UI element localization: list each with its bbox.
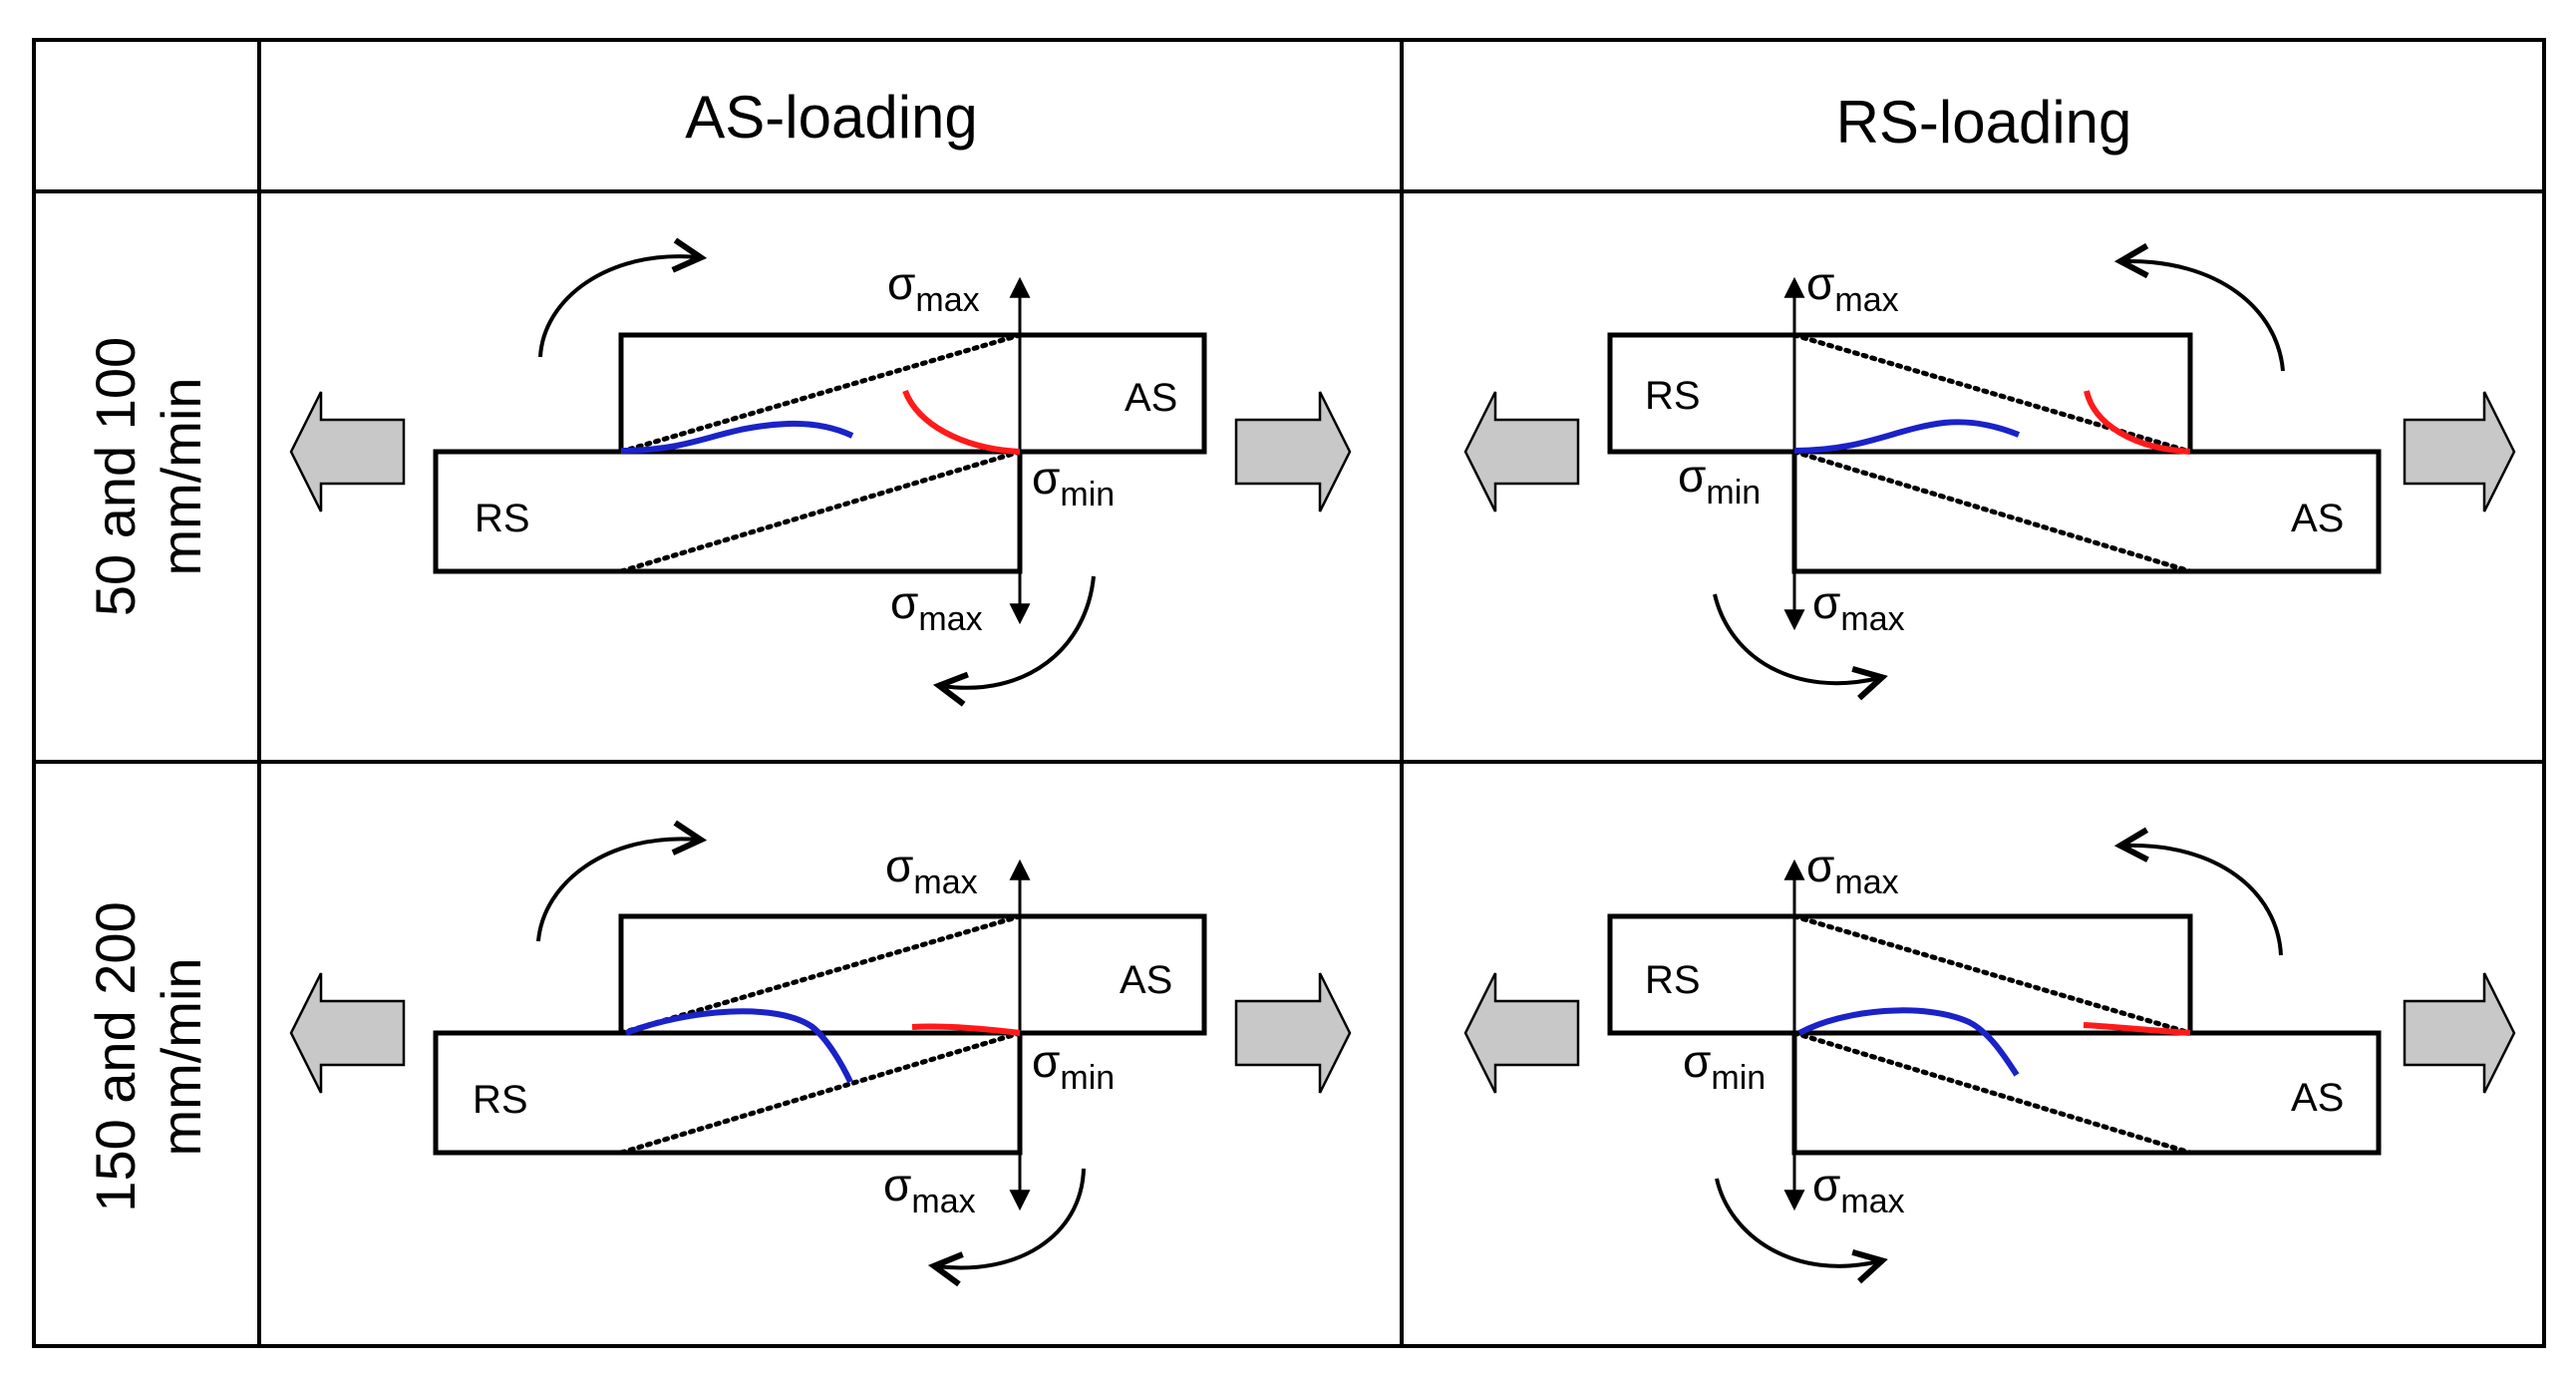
rotation-arrow-bottom	[1713, 593, 1879, 683]
pull-arrow-right	[2403, 391, 2516, 513]
stress-curve-red	[2084, 390, 2191, 455]
sigma-min: σmin	[1032, 1035, 1115, 1097]
row-label-150-200-line2: mm/min	[150, 957, 212, 1156]
diagram-as-loading-50-100: AS RS σmax σmin σmax	[289, 256, 1352, 688]
pull-arrow-left	[1463, 391, 1580, 513]
sigma-min: σmin	[1678, 450, 1761, 512]
sigma-min: σmin	[1032, 452, 1115, 514]
pull-arrow-right	[1234, 391, 1352, 513]
stress-curve-blue	[624, 1008, 853, 1084]
sigma-max-bottom: σmax	[890, 576, 983, 638]
stress-curve-blue	[1793, 419, 2021, 454]
row-label-150-200-line1: 150 and 200	[84, 901, 147, 1211]
sigma-max-top: σmax	[1806, 840, 1899, 901]
diagram-as-loading-150-200: AS RS σmax σmin σmax	[289, 839, 1352, 1268]
pull-arrow-right	[2403, 972, 2516, 1094]
label-as: AS	[2291, 497, 2344, 540]
column-header-rs-loading: RS-loading	[1836, 89, 2132, 156]
plate-upper	[618, 332, 1207, 455]
stress-curve-red	[2083, 1022, 2191, 1036]
label-rs: RS	[473, 1078, 528, 1122]
pull-arrow-left	[1463, 972, 1580, 1094]
label-rs: RS	[1645, 374, 1701, 418]
diagram-rs-loading-150-200: RS AS σmax σmin σmax	[1463, 840, 2516, 1266]
row-label-50-100: 50 and 100 mm/min	[84, 337, 212, 616]
row-label-50-100-line1: 50 and 100	[84, 337, 147, 616]
label-rs: RS	[1645, 958, 1701, 1002]
label-as: AS	[1120, 958, 1172, 1002]
sigma-max-top: σmax	[887, 257, 980, 319]
row-label-150-200: 150 and 200 mm/min	[84, 901, 212, 1211]
rotation-arrow-bottom	[1715, 1178, 1879, 1266]
stress-curve-red	[911, 1023, 1021, 1036]
stress-curve-red	[902, 389, 1021, 455]
diagram-rs-loading-50-100: RS AS σmax σmin σmax	[1463, 257, 2516, 683]
rotation-arrow-top	[538, 256, 698, 358]
label-as: AS	[2291, 1076, 2344, 1120]
sigma-max-bottom: σmax	[883, 1159, 976, 1220]
rotation-arrow-bottom	[937, 1168, 1086, 1268]
sigma-max-top: σmax	[1806, 257, 1899, 319]
sigma-min: σmin	[1683, 1035, 1766, 1097]
pull-arrow-right	[1234, 972, 1352, 1094]
rotation-arrow-bottom	[942, 575, 1096, 688]
rotation-arrow-top	[2123, 261, 2285, 372]
table-grid	[32, 38, 2546, 1348]
stress-curve-blue	[1797, 1007, 2020, 1077]
pull-arrow-left	[289, 972, 406, 1094]
rotation-arrow-top	[536, 839, 698, 942]
row-label-50-100-line2: mm/min	[150, 377, 212, 575]
stress-curve-blue	[620, 420, 854, 454]
sigma-max-bottom: σmax	[1812, 1159, 1905, 1220]
rotation-arrow-top	[2123, 846, 2283, 956]
sigma-max-bottom: σmax	[1812, 576, 1905, 638]
column-header-as-loading: AS-loading	[685, 84, 978, 151]
label-rs: RS	[475, 497, 530, 540]
label-as: AS	[1125, 376, 1177, 420]
sigma-max-top: σmax	[885, 840, 978, 901]
pull-arrow-left	[289, 391, 406, 513]
